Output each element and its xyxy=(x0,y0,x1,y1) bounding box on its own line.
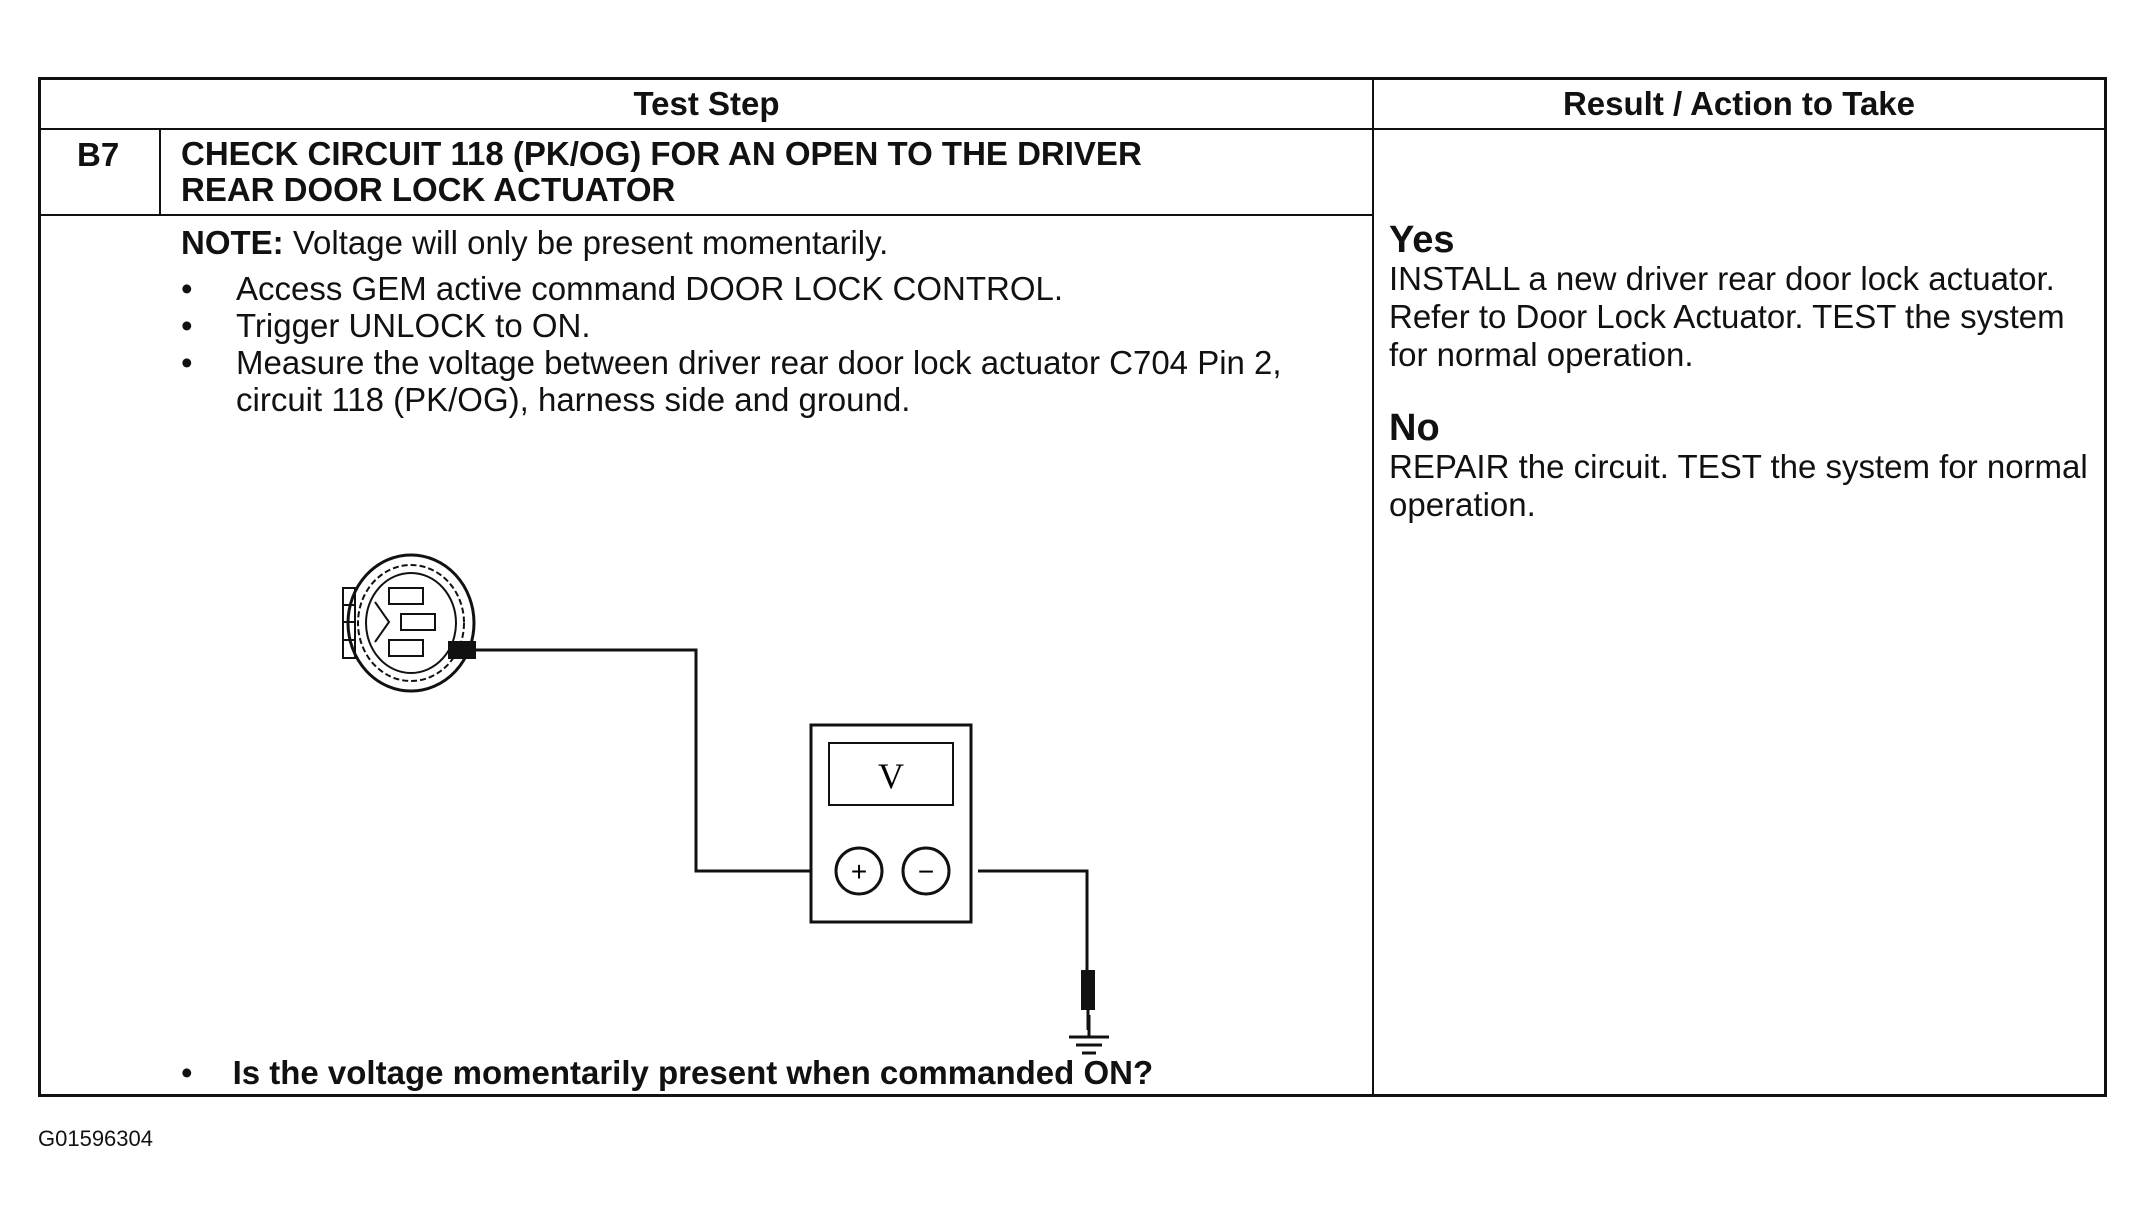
step-instructions: NOTE: Voltage will only be present momen… xyxy=(181,224,1361,418)
result-yes-label: Yes xyxy=(1389,219,1455,261)
result-no-text: REPAIR the circuit. TEST the system for … xyxy=(1389,448,2088,523)
header-result-action: Result / Action to Take xyxy=(1374,80,2104,130)
instruction-item: Access GEM active command DOOR LOCK CONT… xyxy=(181,270,1361,307)
note-label: NOTE: xyxy=(181,224,284,261)
instruction-item: Measure the voltage between driver rear … xyxy=(181,344,1286,418)
connector-c704-icon xyxy=(342,553,476,693)
ground-symbol-icon xyxy=(1069,1015,1109,1055)
test-step-table: Test Step Result / Action to Take B7 CHE… xyxy=(38,77,2107,1097)
result-yes: Yes INSTALL a new driver rear door lock … xyxy=(1389,220,2089,374)
negative-terminal-label: − xyxy=(918,856,934,887)
result-no: No REPAIR the circuit. TEST the system f… xyxy=(1389,408,2089,524)
note: NOTE: Voltage will only be present momen… xyxy=(181,224,1361,262)
voltmeter-icon: V + − xyxy=(809,723,973,924)
note-text: Voltage will only be present momentarily… xyxy=(283,224,889,261)
instruction-item: Trigger UNLOCK to ON. xyxy=(181,307,1361,344)
meter-display-label: V xyxy=(878,756,904,796)
instruction-list: Access GEM active command DOOR LOCK CONT… xyxy=(181,270,1361,418)
step-id: B7 xyxy=(41,130,161,216)
header-test-step: Test Step xyxy=(41,80,1374,130)
test-leads xyxy=(475,648,1089,980)
result-no-label: No xyxy=(1389,407,1440,449)
positive-terminal-label: + xyxy=(851,856,867,887)
step-title: CHECK CIRCUIT 118 (PK/OG) FOR AN OPEN TO… xyxy=(161,130,1374,216)
result-yes-text: INSTALL a new driver rear door lock actu… xyxy=(1389,260,2065,373)
step-title-line-1: CHECK CIRCUIT 118 (PK/OG) FOR AN OPEN TO… xyxy=(181,135,1142,172)
result-column: Yes INSTALL a new driver rear door lock … xyxy=(1389,220,2089,558)
figure-id: G01596304 xyxy=(38,1126,153,1151)
voltmeter-diagram: V + − xyxy=(342,553,1095,1030)
step-title-line-2: REAR DOOR LOCK ACTUATOR xyxy=(181,171,676,208)
test-question: Is the voltage momentarily present when … xyxy=(181,1054,1154,1092)
column-divider xyxy=(1372,130,1374,1094)
